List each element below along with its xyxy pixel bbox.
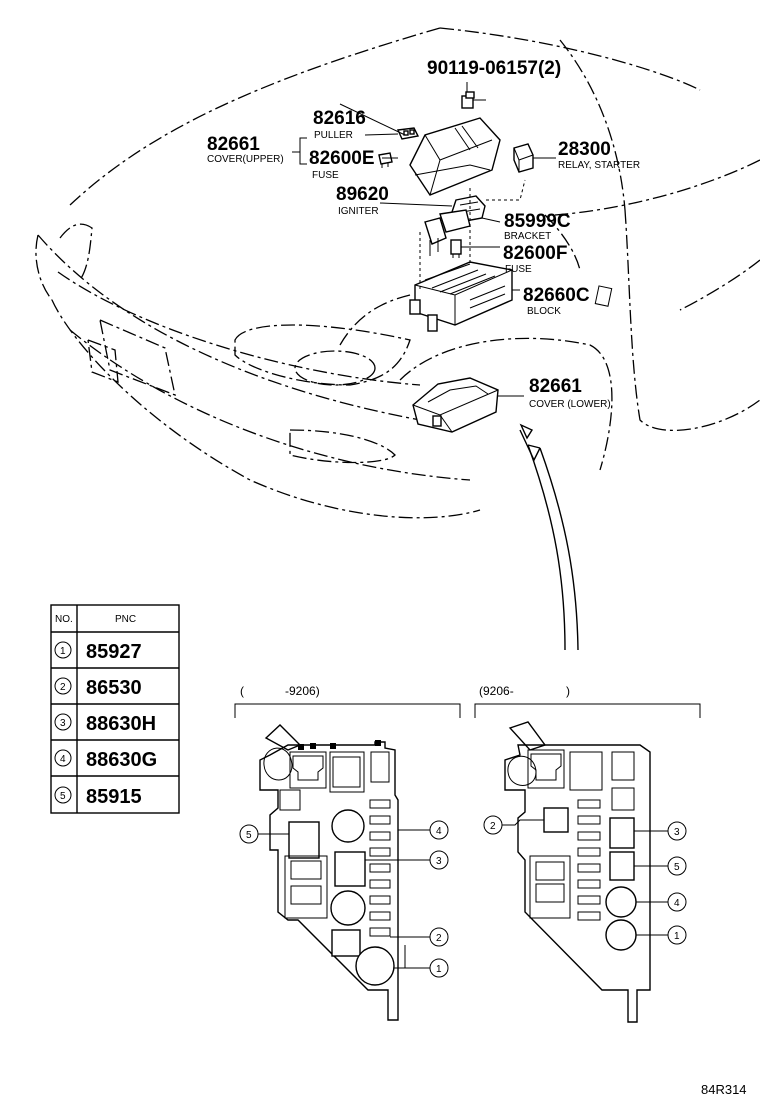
relay-part-no: 28300	[558, 139, 611, 160]
table-row-no: 1	[60, 646, 66, 657]
block-part	[409, 261, 513, 332]
block-part-no: 82660C	[523, 285, 590, 306]
igniter-desc: IGNITER	[338, 206, 379, 217]
fuse-e-desc: FUSE	[312, 170, 339, 181]
puller-part	[396, 127, 420, 140]
callout-number: 4	[674, 898, 680, 909]
cover-lower-part	[412, 377, 499, 433]
bolt-part	[461, 91, 486, 109]
callout-number: 3	[436, 856, 442, 867]
callout-number: 1	[674, 931, 680, 942]
cover-upper-part-no: 82661	[207, 134, 260, 155]
table-header-no: NO.	[55, 614, 73, 625]
right-callouts: 2 3 5 4 1	[483, 815, 687, 945]
bolt-part-no: 90119-06157(2)	[427, 58, 561, 79]
table-row-pnc: 86530	[86, 677, 142, 699]
relay-desc: RELAY, STARTER	[558, 160, 640, 171]
car-body-outline	[35, 27, 760, 519]
bracket-desc: BRACKET	[504, 231, 551, 242]
right-range-date: (9206-	[479, 684, 514, 698]
cover-upper-desc: COVER(UPPER)	[207, 154, 284, 165]
callout-number: 1	[436, 964, 442, 975]
left-range-open: (	[240, 684, 244, 698]
table-row-no: 4	[60, 754, 66, 765]
table-row-no: 3	[60, 718, 66, 729]
fuse-f-desc: FUSE	[505, 264, 532, 275]
fuse-block-late	[504, 721, 651, 1023]
block-desc: BLOCK	[527, 306, 561, 317]
bracket-part-no: 85999C	[504, 211, 571, 232]
relay-part	[513, 143, 534, 173]
pnc-table: NO. PNC 1 85927 2 86530 3 88630H 4 88630…	[50, 604, 180, 814]
igniter-part-no: 89620	[336, 184, 389, 205]
puller-desc: PULLER	[314, 130, 353, 141]
cover-lower-desc: COVER (LOWER)	[529, 399, 611, 410]
bracket-part	[424, 217, 447, 256]
callout-number: 5	[246, 830, 252, 841]
fuse-f-part-no: 82600F	[503, 243, 567, 264]
table-row-no: 5	[60, 791, 66, 802]
callout-number: 2	[436, 933, 442, 944]
left-range-date: -9206)	[285, 684, 320, 698]
cover-upper-part	[409, 117, 501, 196]
fuse-f-part	[450, 239, 462, 258]
table-row-pnc: 88630H	[86, 713, 156, 735]
puller-part-no: 82616	[313, 108, 366, 129]
igniter-part	[439, 195, 486, 233]
callout-number: 4	[436, 826, 442, 837]
table-row-pnc: 85927	[86, 641, 142, 663]
table-row-pnc: 85915	[86, 786, 142, 808]
fuse-e-part	[378, 152, 393, 168]
table-header-pnc: PNC	[115, 614, 136, 625]
leader-lines	[292, 82, 556, 397]
fuse-block-early	[259, 724, 399, 1021]
fuse-e-part-no: 82600E	[309, 148, 375, 169]
callout-number: 2	[490, 821, 496, 832]
block-indicator-box	[594, 285, 613, 307]
figure-code: 84R314	[701, 1082, 747, 1097]
callout-number: 3	[674, 827, 680, 838]
left-callouts: 5 4 3 2 1	[239, 820, 449, 978]
table-row-no: 2	[60, 682, 66, 693]
view-arrow	[519, 423, 579, 651]
callout-number: 5	[674, 862, 680, 873]
right-range-close: )	[566, 684, 570, 698]
table-row-pnc: 88630G	[86, 749, 157, 771]
cover-lower-part-no: 82661	[529, 376, 582, 397]
